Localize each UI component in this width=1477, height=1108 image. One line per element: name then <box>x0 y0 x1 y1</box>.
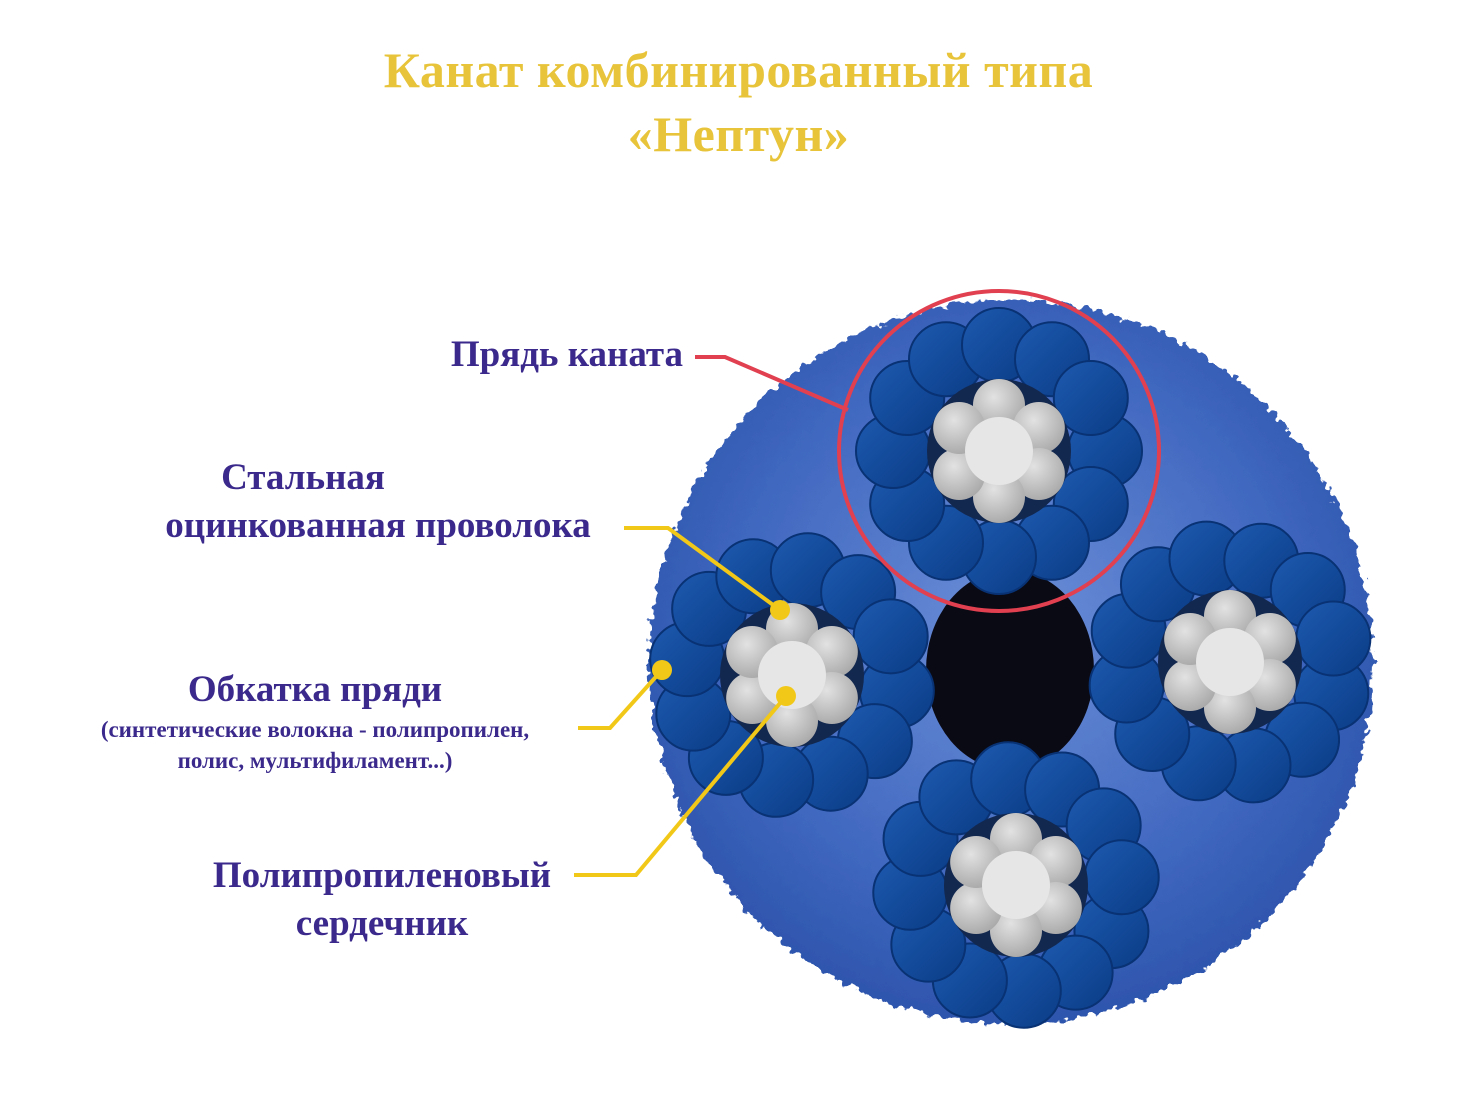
rope-strand-top <box>855 307 1143 595</box>
strand-cover-title: Обкатка пряди <box>187 669 443 710</box>
core-label-line-1: Полипропиленовый <box>212 855 552 896</box>
fiber-bundle <box>1083 839 1160 916</box>
fiber-bundle <box>1052 360 1129 436</box>
fiber-bundle <box>852 598 929 675</box>
fiber-bundle <box>1295 600 1372 677</box>
steel-wire <box>1204 590 1256 642</box>
strand-label-text: Прядь каната <box>450 334 683 375</box>
rope-strand-bottom <box>872 741 1160 1029</box>
strand-highlight-ring <box>837 289 1161 613</box>
steel-wire <box>766 695 818 747</box>
core-leader-line <box>574 694 788 877</box>
steel-wire <box>973 379 1025 431</box>
steel-wire-label-line-2: оцинкованная проволока <box>165 505 591 546</box>
wire-leader-line <box>624 526 782 612</box>
strand-cover-sub-1: (синтетические волокна - полипропилен, <box>100 717 530 742</box>
title-line-2: «Нептун» <box>627 106 850 162</box>
center-wire <box>982 851 1050 919</box>
core-label: Полипропиленовый сердечник <box>196 852 568 948</box>
strand-leader-line <box>695 355 849 412</box>
core-label-line-2: сердечник <box>295 903 469 944</box>
title-line-1: Канат комбинированный типа <box>383 42 1094 98</box>
steel-wire <box>990 813 1042 865</box>
diagram-title: Канат комбинированный типа «Нептун» <box>0 38 1477 166</box>
center-wire <box>758 641 826 709</box>
steel-wire-label-line-1: Стальная <box>221 457 385 498</box>
steel-wire <box>990 905 1042 957</box>
center-wire <box>965 417 1033 485</box>
steel-wire-label: Стальная оцинкованная проволока <box>148 454 608 550</box>
cover-leader-dot <box>652 660 672 680</box>
strand-cover-label: Обкатка пряди (синтетические волокна - п… <box>60 666 570 776</box>
steel-wire <box>1204 682 1256 734</box>
wire-leader-dot <box>770 600 790 620</box>
strand-cover-sub-2: полис, мультифиламент...) <box>177 748 453 773</box>
steel-wire <box>973 471 1025 523</box>
core-leader-dot <box>776 686 796 706</box>
rope-strand-left <box>649 532 935 818</box>
cover-leader-line <box>578 668 664 730</box>
center-wire <box>1196 628 1264 696</box>
rope-strand-right <box>1088 520 1372 804</box>
strand-label: Прядь каната <box>451 333 683 377</box>
rope-core <box>926 570 1094 770</box>
